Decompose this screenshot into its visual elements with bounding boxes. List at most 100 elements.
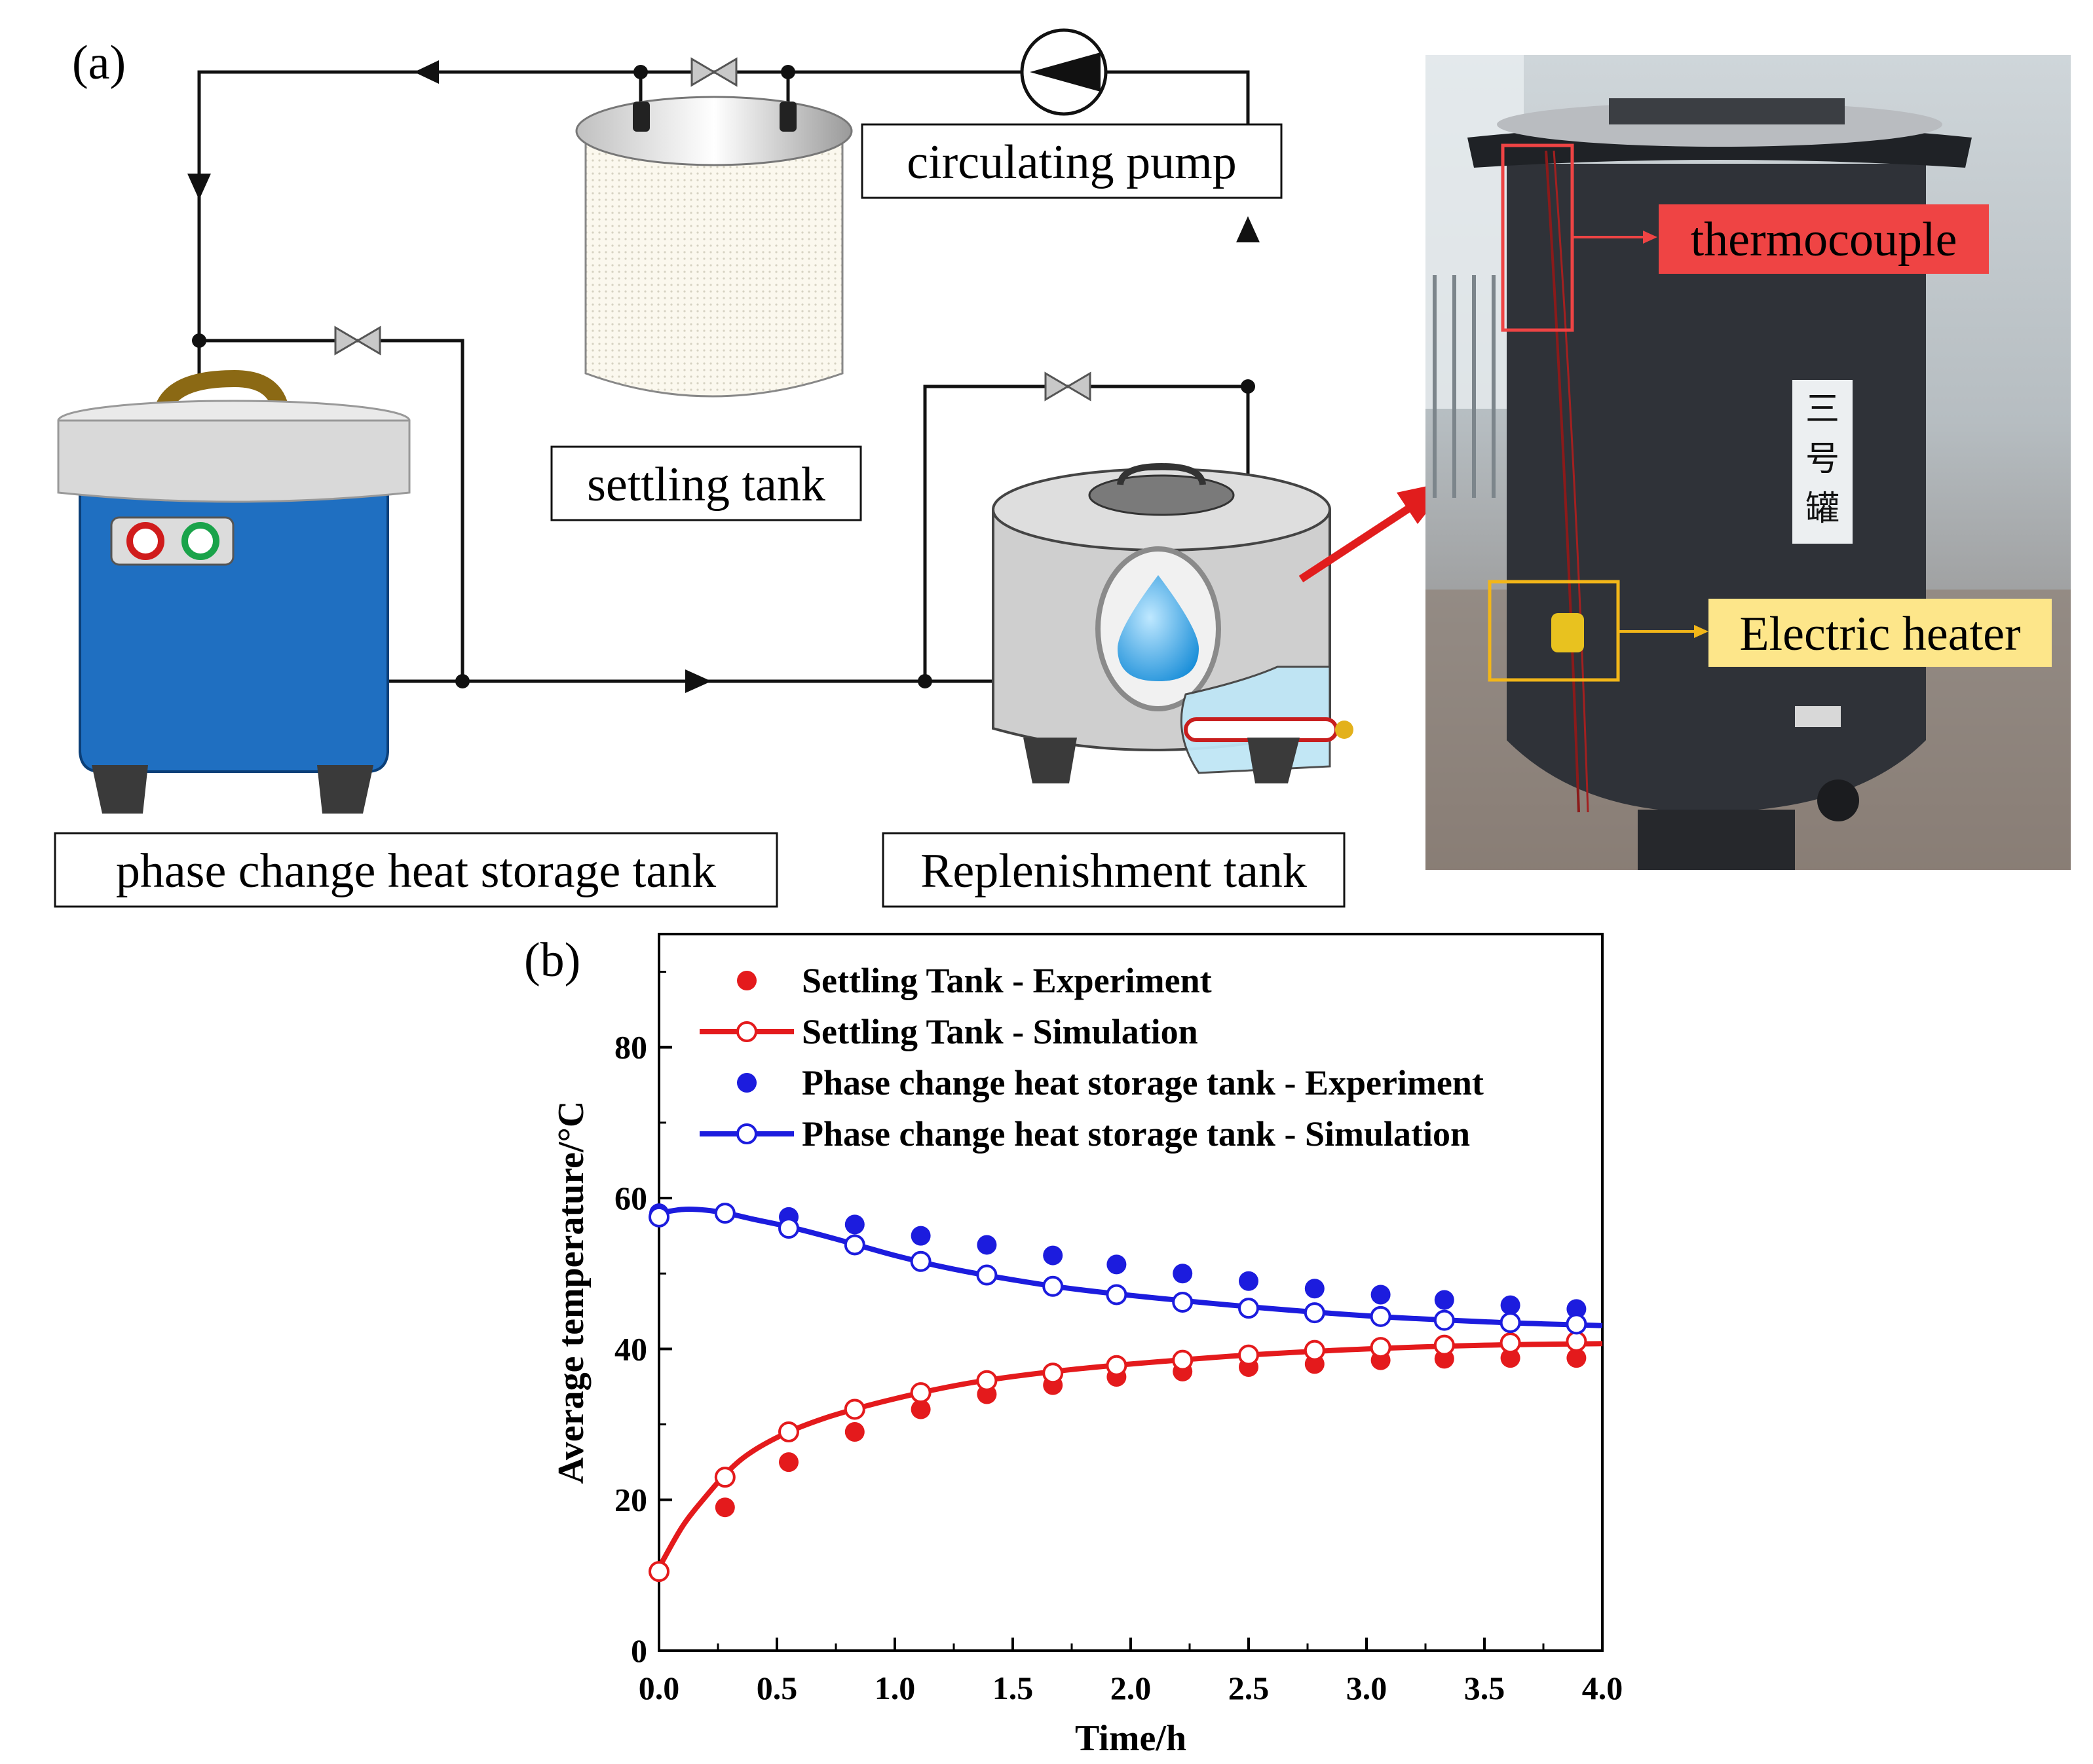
thermocouple-callout: thermocouple [1501, 143, 1989, 332]
exp-point-2-12 [1500, 1295, 1520, 1315]
sim-point-1-10 [1304, 1340, 1325, 1361]
sim-point-3-13 [1499, 1312, 1521, 1334]
legend-marker-2 [737, 1073, 757, 1093]
exp-point-2-13 [1566, 1299, 1587, 1319]
sim-point-1-9 [1238, 1344, 1259, 1366]
legend-label-1: Settling Tank - Simulation [802, 1012, 1198, 1051]
legend-label-2: Phase change heat storage tank - Experim… [802, 1063, 1484, 1102]
photo-char-1: 三 [1805, 391, 1839, 428]
green-indicator-icon [181, 522, 219, 560]
phase-change-tank [57, 369, 411, 814]
sim-point-1-6 [1042, 1362, 1064, 1384]
sim-point-3-12 [1433, 1309, 1455, 1331]
replenishment-label-box: Replenishment tank [882, 832, 1346, 908]
flow-arrow-up-icon [1236, 216, 1260, 242]
water-drop-icon [1118, 575, 1199, 681]
exp-point-2-9 [1304, 1279, 1325, 1299]
legend-marker-3 [736, 1123, 757, 1144]
photo-tag [1792, 380, 1853, 544]
sim-point-3-5 [976, 1264, 998, 1286]
exp-point-2-3 [911, 1226, 931, 1246]
sim-point-1-1 [714, 1467, 736, 1488]
sim-point-1-0 [649, 1561, 669, 1583]
flow-arrow-right-icon [685, 669, 711, 693]
exp-point-0-13 [1566, 1348, 1587, 1368]
exp-point-2-2 [844, 1214, 865, 1235]
heater-label: Electric heater [1739, 607, 2020, 661]
sim-point-1-4 [910, 1382, 932, 1404]
x-tick-label: 0.0 [639, 1670, 680, 1706]
sim-point-3-3 [844, 1234, 865, 1256]
sim-point-3-14 [1566, 1313, 1587, 1335]
x-tick-label: 2.0 [1110, 1670, 1152, 1706]
pump-label: circulating pump [907, 136, 1236, 189]
sim-point-1-2 [778, 1421, 799, 1443]
sim-point-1-5 [976, 1370, 998, 1391]
x-tick-label: 1.0 [875, 1670, 916, 1706]
exp-point-0-3 [911, 1399, 931, 1419]
legend-marker-1 [736, 1021, 757, 1042]
sim-point-3-10 [1304, 1302, 1325, 1324]
flow-arrows [187, 60, 1260, 693]
sim-point-1-7 [1106, 1355, 1127, 1376]
exp-point-2-4 [977, 1235, 997, 1255]
sim-point-3-8 [1172, 1291, 1194, 1313]
exp-point-2-5 [1043, 1245, 1063, 1266]
replenishment-tank [992, 462, 1353, 783]
sim-point-3-11 [1370, 1305, 1391, 1327]
heater-element-icon [1184, 717, 1338, 742]
replenishment-label: Replenishment tank [920, 844, 1307, 898]
y-tick-label: 0 [631, 1632, 647, 1669]
series-markers [649, 1203, 1587, 1583]
x-tick-label: 4.0 [1582, 1670, 1623, 1706]
x-tick-label: 0.5 [757, 1670, 798, 1706]
pipe-junctions [192, 65, 1255, 688]
valve-right-icon [1044, 371, 1091, 402]
legend-label-3: Phase change heat storage tank - Simulat… [802, 1114, 1470, 1154]
pump-icon [1020, 28, 1108, 116]
sim-point-3-4 [910, 1250, 932, 1272]
x-tick-label: 2.5 [1228, 1670, 1270, 1706]
flow-arrow-left-icon [414, 60, 439, 84]
tank-photo: 三 号 罐 [1425, 55, 2071, 870]
exp-point-2-8 [1239, 1271, 1258, 1291]
exp-point-0-1 [779, 1452, 799, 1473]
panel-b-label: (b) [524, 933, 580, 987]
exp-point-0-12 [1500, 1348, 1520, 1368]
phase-change-label-box: phase change heat storage tank [54, 832, 778, 908]
phase-change-label: phase change heat storage tank [116, 844, 716, 898]
pump-label-box: circulating pump [861, 123, 1283, 199]
exp-point-0-0 [715, 1497, 735, 1518]
flow-arrow-down-icon [187, 174, 211, 200]
exp-point-2-7 [1173, 1264, 1193, 1284]
y-tick-label: 60 [614, 1180, 647, 1216]
sim-point-1-3 [844, 1398, 865, 1420]
settling-tank [575, 96, 853, 398]
x-tick-label: 1.5 [992, 1670, 1034, 1706]
thermocouple-label: thermocouple [1691, 213, 1957, 267]
y-tick-label: 80 [614, 1029, 647, 1066]
sim-point-3-2 [778, 1218, 799, 1239]
photo-char-3: 罐 [1805, 491, 1839, 528]
x-tick-label: 3.5 [1464, 1670, 1505, 1706]
settling-label-box: settling tank [550, 445, 862, 521]
exp-point-2-6 [1106, 1254, 1127, 1275]
sim-point-3-6 [1042, 1275, 1064, 1297]
red-indicator-icon [126, 522, 164, 560]
heater-callout: Electric heater [1488, 580, 2052, 682]
photo-char-2: 号 [1805, 441, 1839, 478]
valve-top-icon [690, 57, 738, 87]
valve-left-icon [334, 326, 381, 356]
sim-point-1-12 [1433, 1334, 1455, 1356]
tank-lid [57, 419, 411, 503]
y-tick-label: 40 [614, 1330, 647, 1367]
x-axis-title: Time/h [1075, 1718, 1186, 1759]
legend-marker-0 [737, 971, 757, 990]
x-tick-label: 3.0 [1346, 1670, 1387, 1706]
sim-point-3-9 [1238, 1298, 1259, 1319]
